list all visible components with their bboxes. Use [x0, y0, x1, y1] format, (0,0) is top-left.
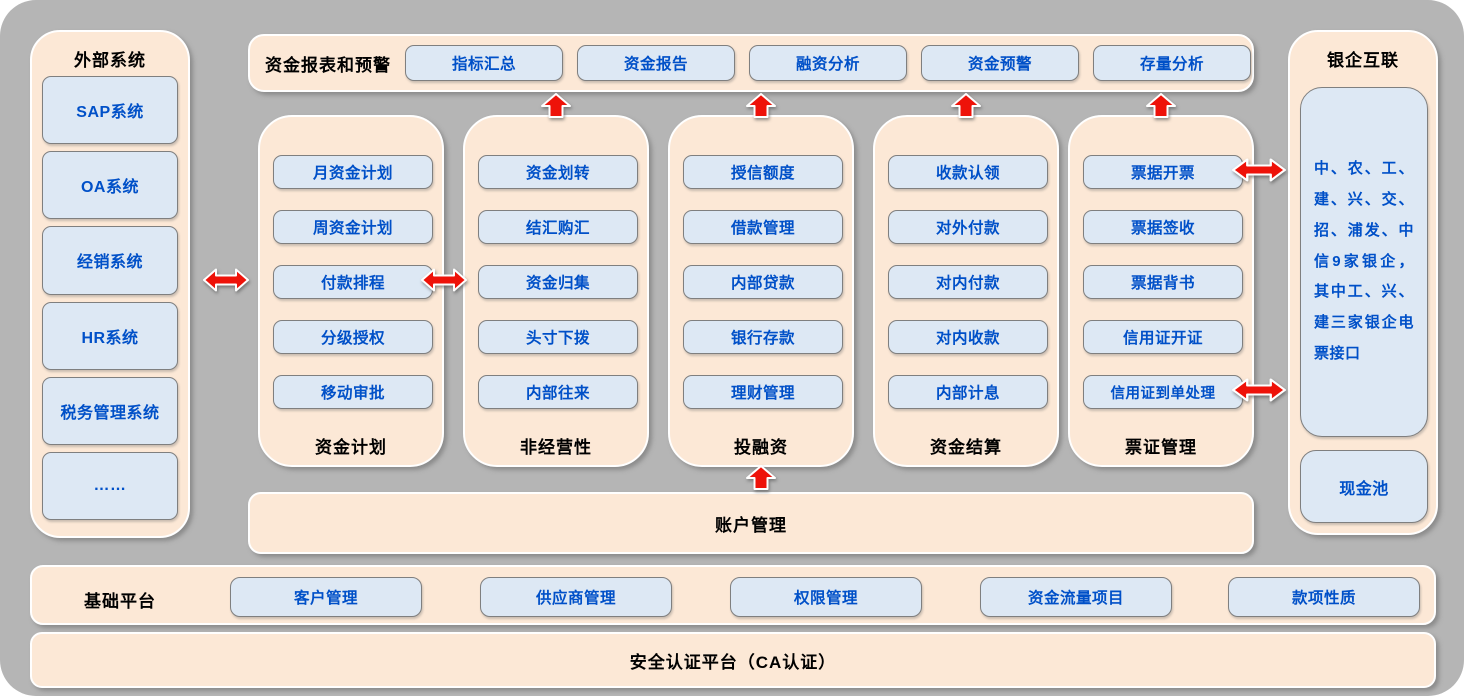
base-item-supplier-management: 供应商管理 [480, 577, 672, 617]
module-receipt-claiming: 收款认领 [888, 155, 1048, 189]
column-title-bill-management: 票证管理 [1125, 438, 1197, 457]
report-item-funds-report: 资金报告 [577, 45, 735, 81]
account-management-label: 账户管理 [715, 515, 787, 535]
account-management-bar: 账户管理 [248, 492, 1254, 554]
report-item-financing-analysis: 融资分析 [749, 45, 907, 81]
security-ca-label: 安全认证平台（CA认证） [629, 652, 837, 672]
module-internal-payment: 对内付款 [888, 265, 1048, 299]
module-funds-transfer: 资金划转 [478, 155, 638, 189]
module-credit-limit: 授信额度 [683, 155, 843, 189]
security-ca-bar: 安全认证平台（CA认证） [30, 632, 1436, 688]
up-arrow-icon [746, 93, 776, 118]
bank-enterprise-link-panel: 银企互联 中、农、工、建、兴、交、招、浦发、中信9家银企，其中工、兴、建三家银企… [1288, 30, 1438, 535]
external-system-more: …… [42, 451, 178, 521]
column-funds-planning: 月资金计划 周资金计划 付款排程 分级授权 移动审批 资金计划 [258, 115, 444, 467]
up-arrow-icon [541, 93, 571, 118]
report-item-indicator-summary: 指标汇总 [405, 45, 563, 81]
report-alert-items: 指标汇总 资金报告 融资分析 资金预警 存量分析 [405, 45, 1251, 81]
module-bank-deposits: 银行存款 [683, 320, 843, 354]
module-bill-acceptance: 票据签收 [1083, 210, 1243, 244]
module-internal-transactions: 内部往来 [478, 375, 638, 409]
module-monthly-funds-plan: 月资金计划 [273, 155, 433, 189]
double-arrow-icon [1232, 158, 1286, 182]
module-external-payment: 对外付款 [888, 210, 1048, 244]
cash-pool-box: 现金池 [1300, 450, 1428, 523]
report-alert-bar: 资金报表和预警 指标汇总 资金报告 融资分析 资金预警 存量分析 [248, 34, 1254, 92]
column-bill-management: 票据开票 票据签收 票据背书 信用证开证 信用证到单处理 票证管理 [1068, 115, 1254, 467]
double-arrow-icon [1232, 378, 1286, 402]
external-systems-title: 外部系统 [74, 51, 146, 70]
report-alert-title: 资金报表和预警 [265, 55, 391, 75]
module-weekly-funds-plan: 周资金计划 [273, 210, 433, 244]
module-loan-management: 借款管理 [683, 210, 843, 244]
up-arrow-icon [1146, 93, 1176, 118]
column-title-funds-planning: 资金计划 [315, 438, 387, 457]
module-payment-scheduling: 付款排程 [273, 265, 433, 299]
external-system-tax: 税务管理系统 [42, 376, 178, 445]
column-title-investment-financing: 投融资 [734, 438, 788, 457]
bank-link-description: 中、农、工、建、兴、交、招、浦发、中信9家银企，其中工、兴、建三家银企电票接口 [1300, 87, 1428, 437]
module-funds-pooling: 资金归集 [478, 265, 638, 299]
report-item-funds-alert: 资金预警 [921, 45, 1079, 81]
column-funds-settlement: 收款认领 对外付款 对内付款 对内收款 内部计息 资金结算 [873, 115, 1059, 467]
module-fx-settlement-purchase: 结汇购汇 [478, 210, 638, 244]
base-item-cash-flow-items: 资金流量项目 [980, 577, 1172, 617]
column-non-operating: 资金划转 结汇购汇 资金归集 头寸下拨 内部往来 非经营性 [463, 115, 649, 467]
module-mobile-approval: 移动审批 [273, 375, 433, 409]
module-wealth-management: 理财管理 [683, 375, 843, 409]
module-tiered-authorization: 分级授权 [273, 320, 433, 354]
module-position-allocation: 头寸下拨 [478, 320, 638, 354]
module-bill-endorsement: 票据背书 [1083, 265, 1243, 299]
bank-link-title: 银企互联 [1327, 51, 1399, 70]
external-system-oa: OA系统 [42, 151, 178, 220]
report-item-stock-analysis: 存量分析 [1093, 45, 1251, 81]
external-system-distribution: 经销系统 [42, 226, 178, 295]
external-system-sap: SAP系统 [42, 76, 178, 145]
external-systems-list: SAP系统 OA系统 经销系统 HR系统 税务管理系统 …… [42, 76, 178, 521]
up-arrow-icon [951, 93, 981, 118]
double-arrow-icon [203, 268, 249, 292]
double-arrow-icon [421, 268, 467, 292]
base-platform-title: 基础平台 [84, 592, 156, 611]
column-title-funds-settlement: 资金结算 [930, 438, 1002, 457]
module-internal-lending: 内部贷款 [683, 265, 843, 299]
up-arrow-icon [746, 465, 776, 490]
base-platform-bar: 基础平台 客户管理 供应商管理 权限管理 资金流量项目 款项性质 [30, 565, 1436, 625]
base-item-permission-management: 权限管理 [730, 577, 922, 617]
base-item-customer-management: 客户管理 [230, 577, 422, 617]
external-system-hr: HR系统 [42, 301, 178, 370]
module-lc-document-processing: 信用证到单处理 [1083, 375, 1243, 409]
module-internal-interest: 内部计息 [888, 375, 1048, 409]
module-bill-issuance: 票据开票 [1083, 155, 1243, 189]
module-internal-receipt: 对内收款 [888, 320, 1048, 354]
module-lc-issuance: 信用证开证 [1083, 320, 1243, 354]
column-investment-financing: 授信额度 借款管理 内部贷款 银行存款 理财管理 投融资 [668, 115, 854, 467]
column-title-non-operating: 非经营性 [520, 438, 592, 457]
base-item-payment-nature: 款项性质 [1228, 577, 1420, 617]
external-systems-panel: 外部系统 SAP系统 OA系统 经销系统 HR系统 税务管理系统 …… [30, 30, 190, 538]
